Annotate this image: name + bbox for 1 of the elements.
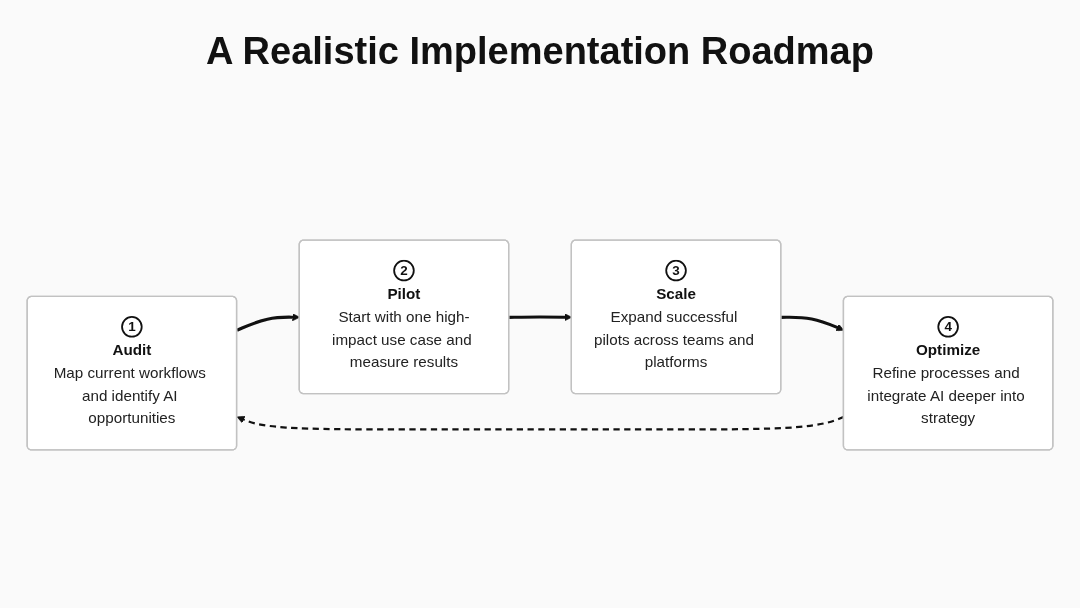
- title: A Realistic Implementation Roadmap: [205, 30, 875, 73]
